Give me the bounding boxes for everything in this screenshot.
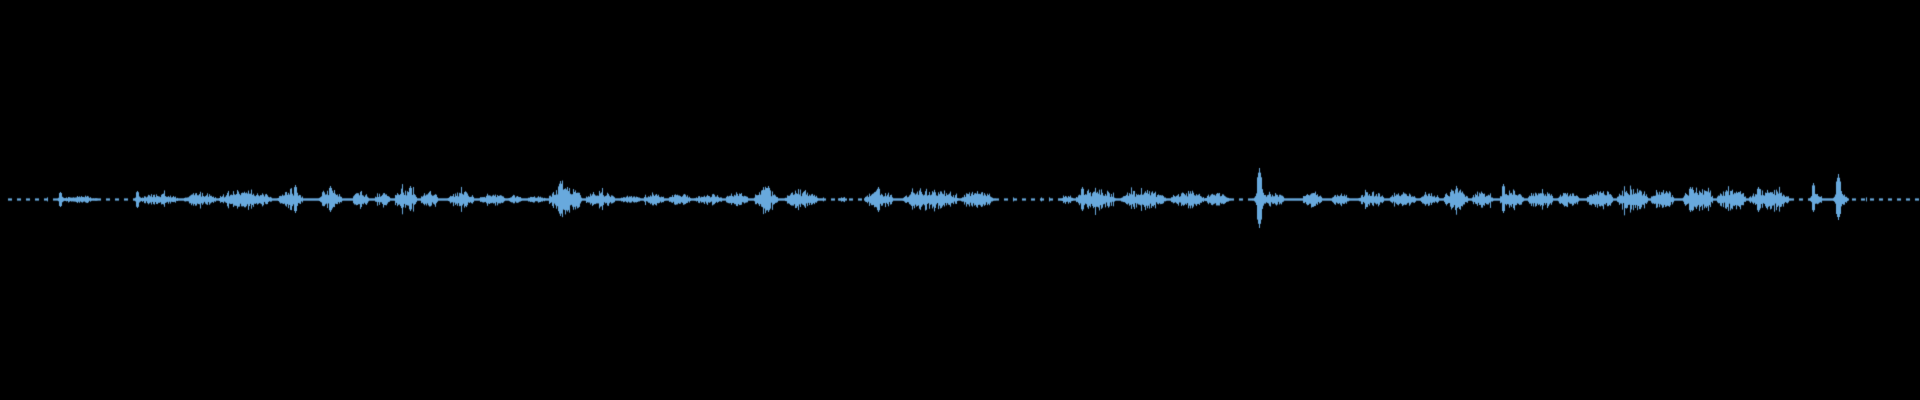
waveform-panel xyxy=(0,0,1920,400)
audio-waveform xyxy=(0,0,1920,400)
